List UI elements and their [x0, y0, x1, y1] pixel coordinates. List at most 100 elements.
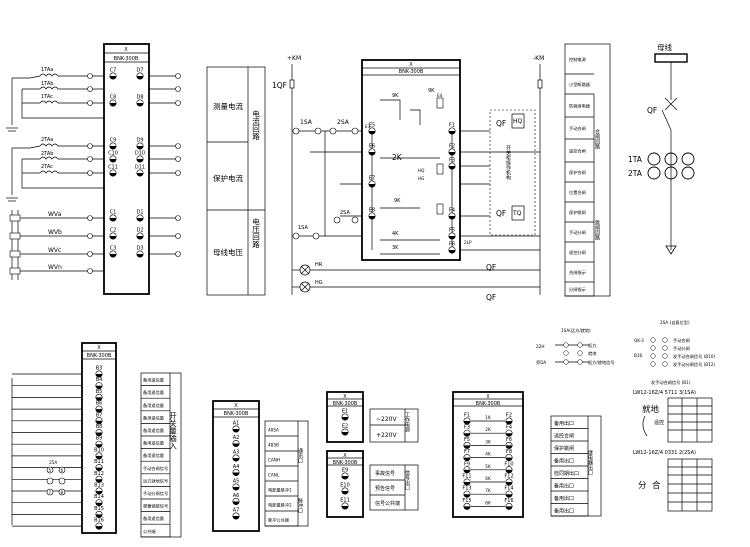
out-label-5: 备用出口	[554, 483, 574, 490]
bi-term-9-fill	[95, 479, 103, 483]
control-circuit: +KM -KM 1QF X BNK-300B 1SA 2SA 9K 9K E4 …	[272, 43, 611, 302]
busbar-qf: QF	[647, 106, 657, 115]
bi-x: X	[97, 345, 101, 351]
cc-cell-3: 手动合闸	[569, 125, 586, 132]
cc-term-l-0: E5	[369, 123, 375, 129]
tl-term-l-6-fill	[109, 236, 117, 240]
cc-term-r-2: F3	[449, 158, 455, 164]
out-label-0: 备用出口	[554, 420, 574, 427]
bi-label-8: 远方就地信号	[143, 477, 168, 484]
bi-term-0-fill	[95, 374, 103, 378]
minus-km: -KM	[533, 55, 544, 62]
bi-term-1-fill	[95, 385, 103, 389]
out-term-l-0: F1	[464, 413, 470, 419]
busbar-2ta: 2TA	[628, 169, 643, 178]
bi-label-12: 公共端	[143, 528, 156, 535]
out-model: BNK-300B	[476, 401, 501, 407]
relay-model: BNK-300B	[399, 69, 424, 75]
tbl1-name: LW12-16Z/4 5711 3(1SA)	[633, 390, 696, 396]
sig-term-0: E9	[342, 468, 348, 474]
comm-label-5: 电能量脉冲2	[268, 502, 292, 509]
bi-term-13: B16	[94, 518, 104, 524]
cc-term-r2-1-fill	[448, 250, 456, 254]
sig-fault: 事故信号	[375, 470, 395, 477]
cc-term-r-3: F4	[449, 208, 455, 214]
comm-term-0-fill	[232, 429, 240, 433]
pw-term-1-fill	[341, 432, 349, 436]
tbl2-on: 合	[652, 480, 661, 491]
out-term-l-4-fill	[463, 469, 471, 473]
sa2-b16: B16	[634, 353, 643, 358]
comm-label-0: 485A	[268, 428, 279, 433]
out-label-7: 备用出口	[554, 508, 574, 515]
comm-term-0: A1	[233, 421, 240, 427]
sa1-header: 1SA(远方/就地)	[561, 327, 591, 334]
pw-ac: ~220V	[376, 416, 397, 423]
cc-term-l-3: E8	[369, 208, 375, 214]
vt-WVa: WVa	[48, 211, 62, 218]
out-relay-5: 6K	[485, 476, 491, 481]
pw-term-0-fill	[341, 417, 349, 421]
bi-term-11: B14	[94, 494, 104, 500]
tl-term-r-7: D3	[136, 246, 143, 252]
ct-2TAc: 2TAc	[41, 164, 53, 170]
out-x: X	[486, 394, 490, 400]
tl-term-r-4: D11	[135, 165, 145, 171]
tl-term-l-4: C11	[108, 165, 118, 171]
tl-term-r-5-fill	[136, 218, 144, 222]
hr-lamp: HR	[315, 262, 323, 268]
cc-term-r-0: F1	[449, 123, 455, 129]
bi-label-0: 备用遥信量	[143, 377, 164, 384]
sa1-da: 旁DA	[536, 359, 546, 366]
tl-term-l-6: C2	[110, 228, 117, 234]
sa2-i1: 手动合闸	[673, 337, 690, 344]
comm-model: BNK-300B	[224, 411, 249, 417]
ct-1TAb: 1TAb	[41, 81, 53, 87]
busbar-title: 母线	[657, 42, 672, 52]
out-term-l-7-fill	[463, 506, 471, 510]
out-term-r-3: F8	[506, 449, 512, 455]
pw-side: 工作电源	[404, 412, 410, 433]
pw-dc: +220V	[376, 432, 397, 439]
sa1-sig: 远方/就地信号	[588, 359, 615, 366]
ct-2TAa: 2TAa	[41, 137, 53, 143]
sa2-b: 2SA	[340, 210, 350, 216]
comm-term-5-fill	[232, 501, 240, 505]
out-relay-1: 2K	[485, 427, 491, 432]
bus-voltage: 母线电压	[213, 247, 243, 257]
comm-term-3-fill	[232, 472, 240, 476]
cc-cell-8: 手动分闸	[569, 229, 586, 236]
cc-cell-0: 控制电源	[569, 56, 587, 63]
out-term-r-4: F10	[504, 461, 513, 467]
pw-model: BNK-300B	[333, 401, 358, 407]
bi-term-1: B4	[96, 377, 103, 383]
sa1-label: 1SA	[300, 119, 313, 126]
sa1-remote: 远方	[588, 342, 596, 349]
out-term-r-0: F2	[506, 413, 512, 419]
tl-term-r-1-fill	[136, 103, 144, 107]
relay-x: X	[409, 62, 413, 68]
sig-side: 信号出口	[404, 469, 410, 491]
sa2-header: 2SA (自复位型)	[660, 319, 690, 326]
cc-term-l-3-fill	[368, 216, 376, 220]
term-block-x: X	[124, 47, 128, 53]
hg-small: HG	[418, 176, 424, 181]
cc-term-l-2-fill	[368, 184, 376, 188]
sa2-qk: QK-3	[634, 338, 644, 343]
sa1-22h: 22H	[536, 344, 544, 349]
qf-b: QF	[486, 293, 496, 302]
tl-term-r-4-fill	[136, 173, 144, 177]
sig-term-0-fill	[341, 476, 349, 480]
bi-term-6: B9	[96, 436, 103, 442]
out-label-1: 遥控合闸	[554, 433, 574, 440]
out-relay-0: 1K	[485, 415, 491, 420]
cc-term-r-1: F2	[449, 144, 455, 150]
out-term-l-1-fill	[463, 433, 471, 437]
sa-5: 5	[49, 468, 52, 473]
cc-cell-6: 位置合闸	[569, 189, 586, 196]
bi-term-8: B11	[94, 459, 104, 465]
measure-table: 测量电流 保护电流 母线电压 电流回路 电压回路	[206, 66, 266, 296]
out-term-r-6-fill	[505, 494, 513, 498]
